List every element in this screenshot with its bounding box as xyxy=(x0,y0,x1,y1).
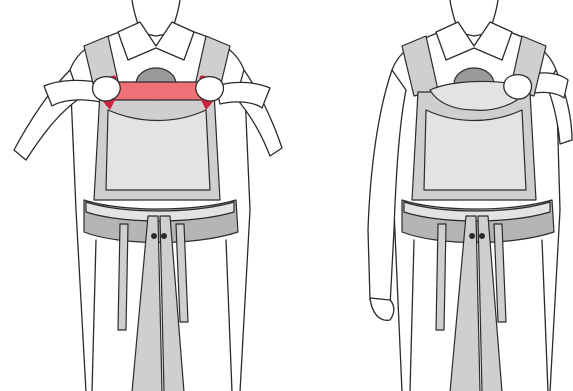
panel-step-2 xyxy=(368,0,572,391)
carrier-panel-inner xyxy=(106,110,210,190)
buckle-dot xyxy=(151,233,157,239)
buckle-dot xyxy=(469,233,475,239)
hanging-strap-side xyxy=(436,224,446,330)
carrier-panel-inner xyxy=(424,110,526,190)
buckle-dot xyxy=(479,233,485,239)
panel-step-1 xyxy=(14,0,282,391)
left-hand xyxy=(93,77,121,101)
buckle-dot xyxy=(161,233,167,239)
left-hand xyxy=(370,298,394,320)
right-hand xyxy=(196,77,224,101)
hood-band xyxy=(106,82,210,100)
right-hand xyxy=(504,75,532,99)
hanging-strap-side xyxy=(118,224,128,330)
